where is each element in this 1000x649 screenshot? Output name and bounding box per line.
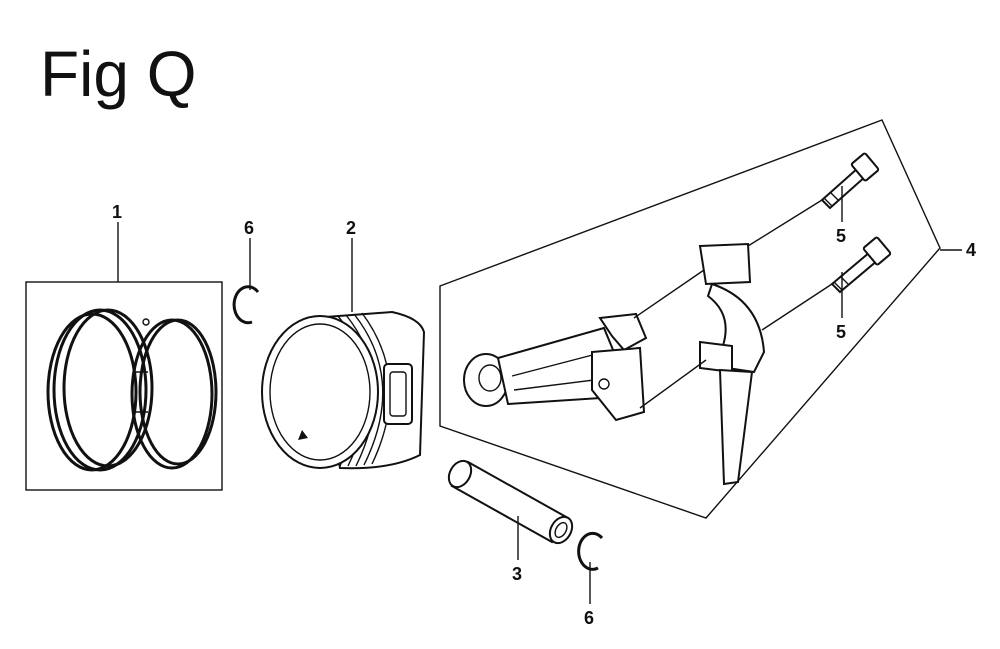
piston-icon bbox=[261, 310, 426, 470]
pin-clip-icon bbox=[232, 285, 260, 325]
callout-2: 2 bbox=[346, 218, 356, 238]
piston-ring-set-icon bbox=[25, 281, 223, 491]
callout-4: 4 bbox=[966, 240, 976, 260]
callout-6-lower: 6 bbox=[584, 608, 594, 628]
piston-pin-icon bbox=[447, 459, 574, 545]
callout-1: 1 bbox=[112, 202, 122, 222]
callout-6-upper: 6 bbox=[244, 218, 254, 238]
callout-5-upper: 5 bbox=[836, 226, 846, 246]
callout-3: 3 bbox=[512, 564, 522, 584]
callout-5-lower: 5 bbox=[836, 322, 846, 342]
ring-set-box bbox=[25, 281, 223, 491]
figure-title: Fig Q bbox=[40, 38, 197, 110]
connecting-rod-bolt-icon bbox=[830, 236, 892, 294]
connecting-rod-bolt-icon bbox=[820, 152, 880, 210]
connecting-rod-assembly-icon bbox=[439, 119, 941, 519]
